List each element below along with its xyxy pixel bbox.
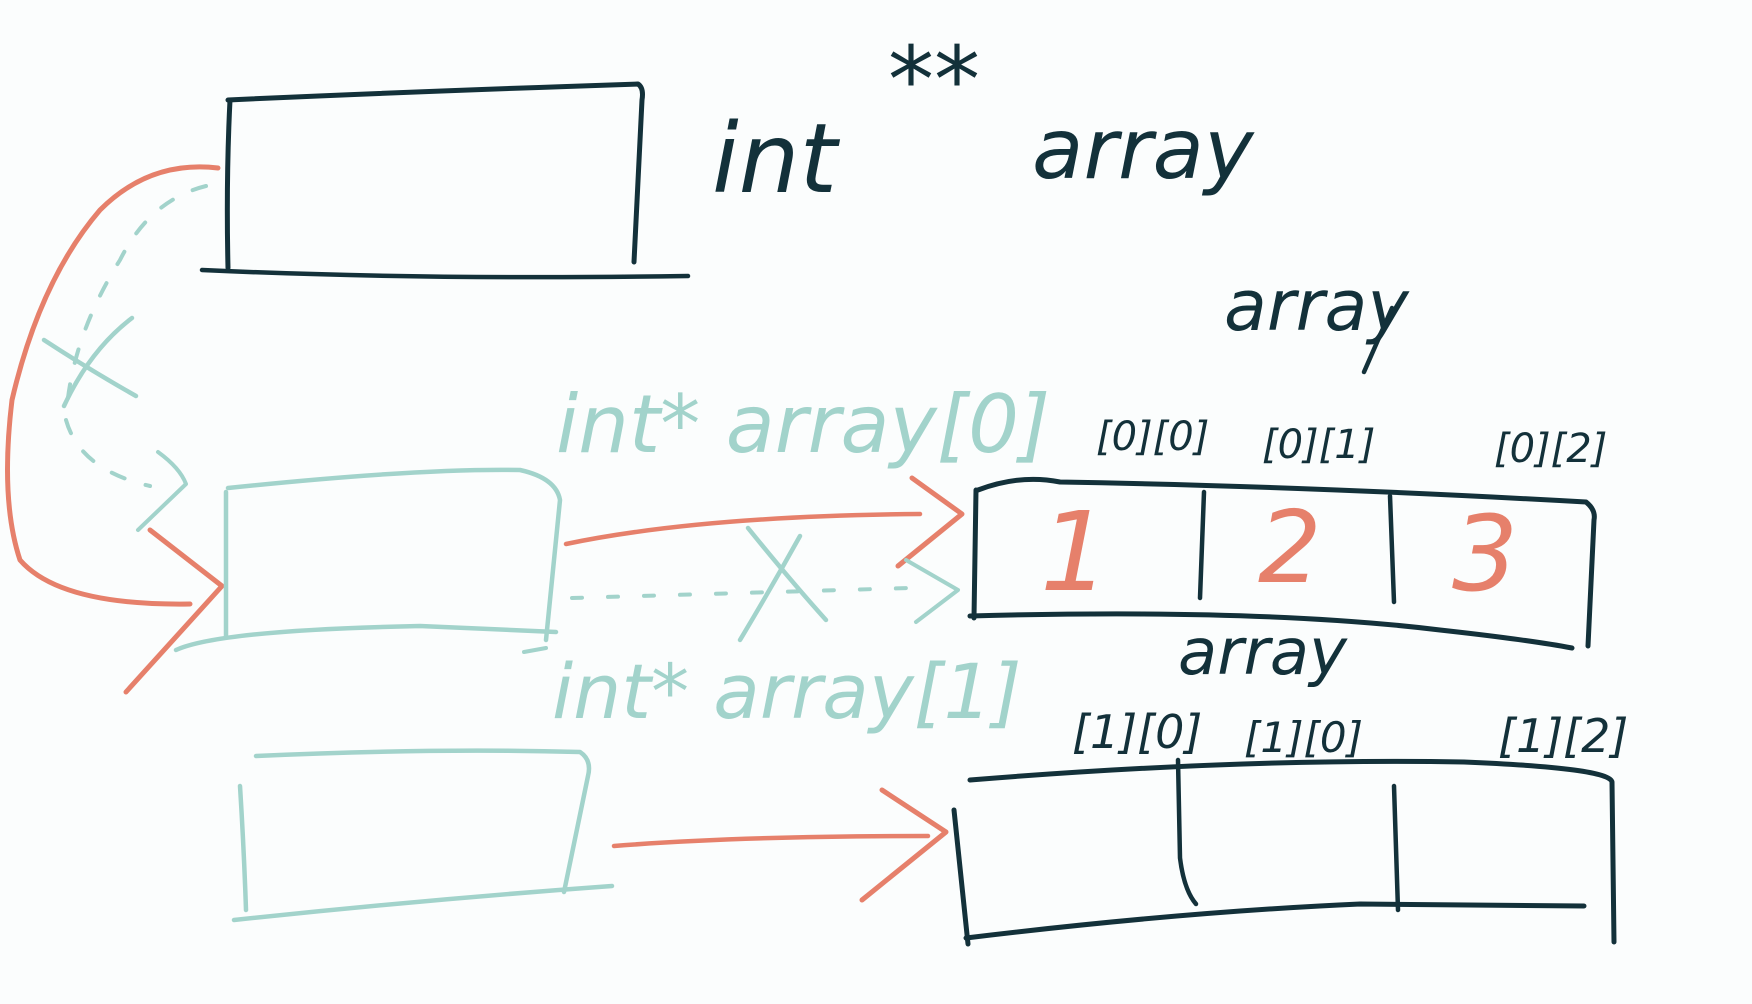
row1-index-0: [1][0] — [1072, 705, 1202, 759]
row-pointer-box-1 — [231, 748, 615, 923]
row1-index-labels: [1][0] [1][0] [1][2] — [1072, 705, 1628, 763]
row1-array — [951, 757, 1617, 947]
row-pointer-1-label: int* array[1] — [552, 647, 1022, 736]
crossed-dashed-arrow-row0 — [570, 525, 960, 643]
row1-array-label: array — [1178, 616, 1348, 690]
row0-array — [967, 476, 1597, 651]
double-pointer-box — [199, 81, 691, 280]
red-arrow-row1 — [611, 787, 949, 903]
red-arrow-row0 — [563, 475, 965, 569]
row0-values: 1 2 3 — [1040, 488, 1518, 616]
row0-index-2: [0][2] — [1494, 426, 1607, 472]
crossed-dashed-arrow-left — [41, 184, 208, 532]
row0-value-0: 1 — [1040, 488, 1110, 616]
decl-stars-text: ** — [888, 27, 980, 134]
row-pointer-box-0 — [173, 467, 563, 654]
row1-index-2: [1][2] — [1498, 709, 1628, 763]
row0-index-labels: [0][0] [0][1] [0][2] — [1096, 414, 1607, 472]
row0-index-0: [0][0] — [1096, 414, 1209, 460]
row0-value-2: 3 — [1452, 493, 1518, 615]
row0-value-1: 2 — [1258, 489, 1322, 606]
decl-name-text: array — [1032, 100, 1255, 198]
row0-index-1: [0][1] — [1262, 422, 1375, 468]
red-arrow-double-to-pointer — [5, 164, 225, 695]
row-pointer-0-label: int* array[0] — [556, 378, 1050, 471]
decl-type-text: int — [712, 103, 841, 215]
row1-index-1: [1][0] — [1244, 713, 1363, 762]
double-pointer-declaration: int ** array — [712, 27, 1255, 215]
